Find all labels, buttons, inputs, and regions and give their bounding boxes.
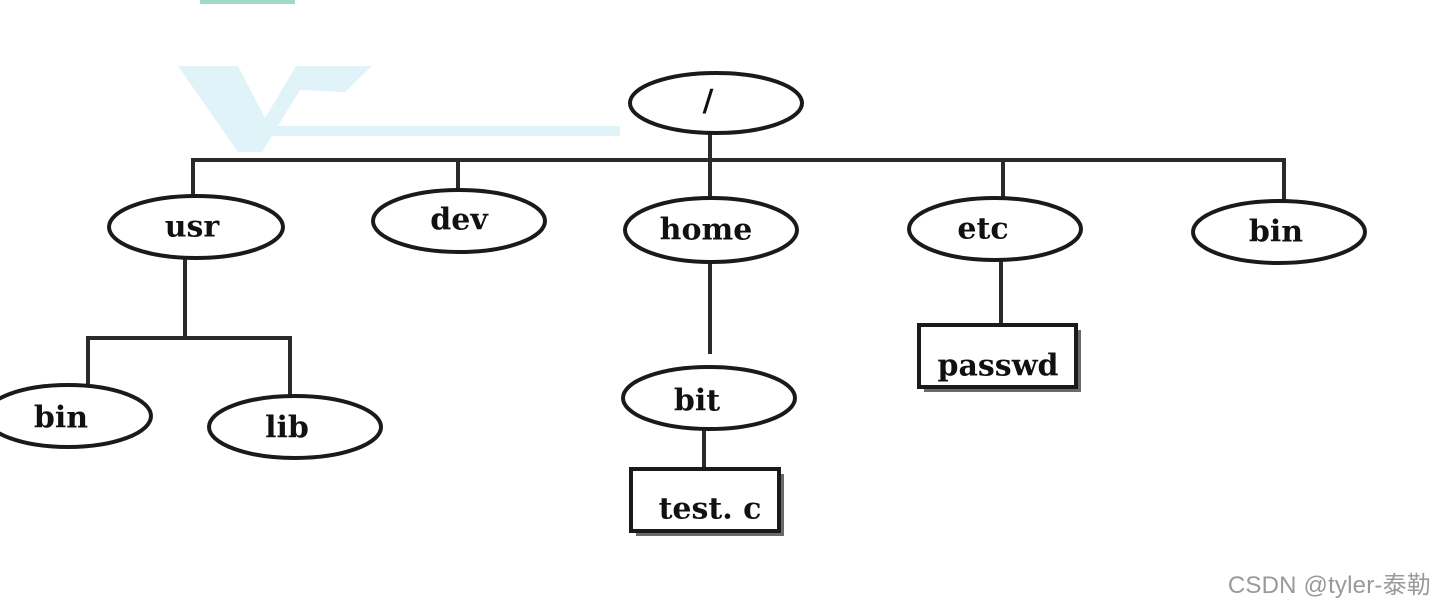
background-logo-watermark xyxy=(178,0,620,152)
node-label: test. c xyxy=(659,492,762,527)
node-label: home xyxy=(660,213,753,248)
dir-node-bin: bin xyxy=(1191,199,1367,265)
dir-node-usr: usr xyxy=(107,194,285,260)
node-label: etc xyxy=(957,212,1008,247)
node-label: bit xyxy=(674,384,720,419)
file-node-test-c: test. c xyxy=(629,467,784,536)
csdn-watermark-text: CSDN @tyler-泰勒 xyxy=(1227,572,1431,599)
dir-node-dev: dev xyxy=(371,188,547,254)
dir-node-etc: etc xyxy=(907,196,1083,262)
file-node-passwd: passwd xyxy=(917,323,1081,392)
node-label: passwd xyxy=(938,349,1059,384)
dir-node-home: home xyxy=(623,196,799,264)
dir-node-bit: bit xyxy=(621,365,797,431)
dir-node-usr-lib: lib xyxy=(207,394,383,460)
node-label: / xyxy=(703,84,714,119)
node-label: usr xyxy=(165,210,221,245)
tree-connectors xyxy=(86,130,1286,472)
node-label: lib xyxy=(265,411,309,446)
node-label: dev xyxy=(430,203,489,238)
node-label: bin xyxy=(1249,215,1303,250)
node-label: bin xyxy=(34,401,88,436)
dir-node-usr-bin: bin xyxy=(0,383,153,449)
dir-node-root: / xyxy=(628,71,804,135)
